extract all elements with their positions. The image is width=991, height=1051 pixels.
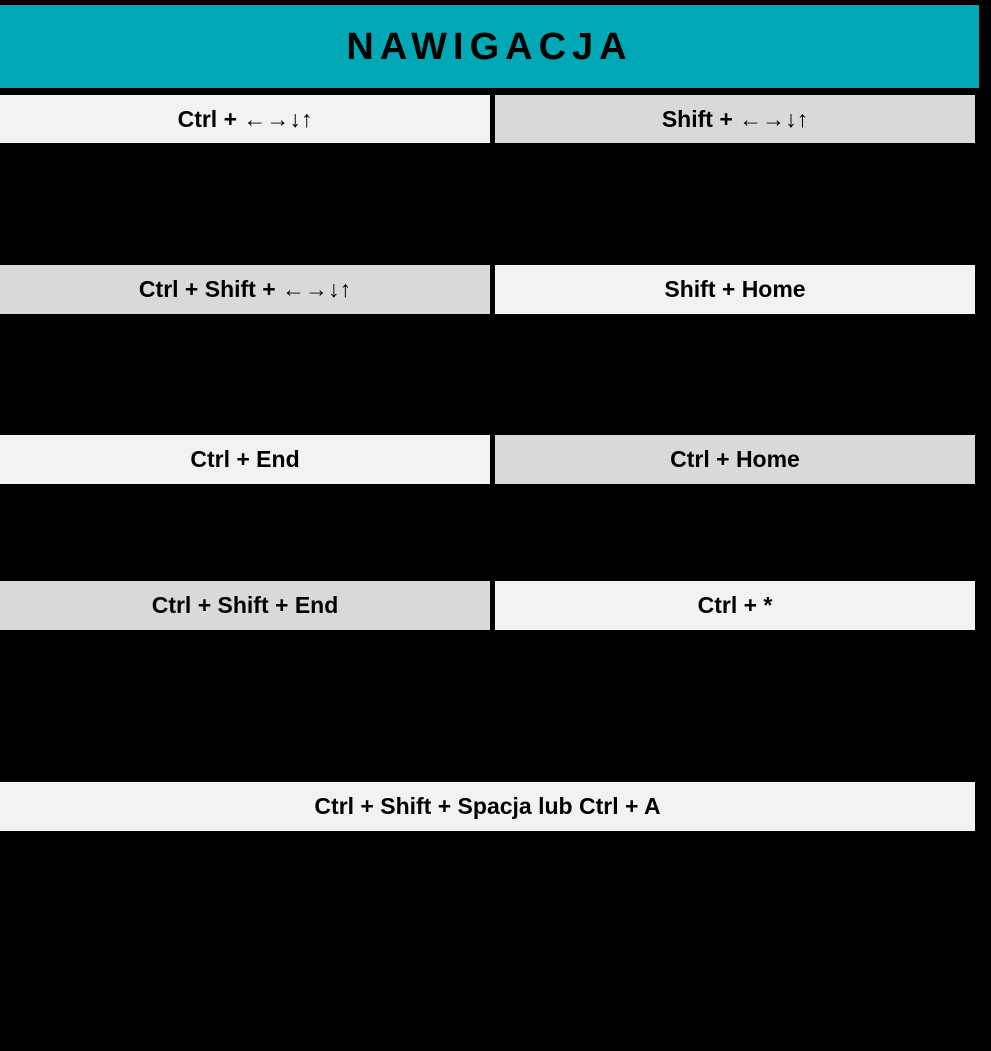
shortcut-cell-1-left: Ctrl + ←→↓↑ [0,95,490,143]
section-title-banner: NAWIGACJA [0,5,979,88]
shortcut-cell-2-right: Shift + Home [495,265,975,314]
shortcut-cell-2-left: Ctrl + Shift + ←→↓↑ [0,265,490,314]
page-title: NAWIGACJA [346,25,633,68]
shortcut-cell-3-left: Ctrl + End [0,435,490,484]
shortcut-cell-1-right: Shift + ←→↓↑ [495,95,975,143]
shortcut-cell-4-left: Ctrl + Shift + End [0,581,490,630]
shortcut-cell-3-right: Ctrl + Home [495,435,975,484]
shortcut-cell-4-right: Ctrl + * [495,581,975,630]
shortcut-cell-5-full: Ctrl + Shift + Spacja lub Ctrl + A [0,782,975,831]
